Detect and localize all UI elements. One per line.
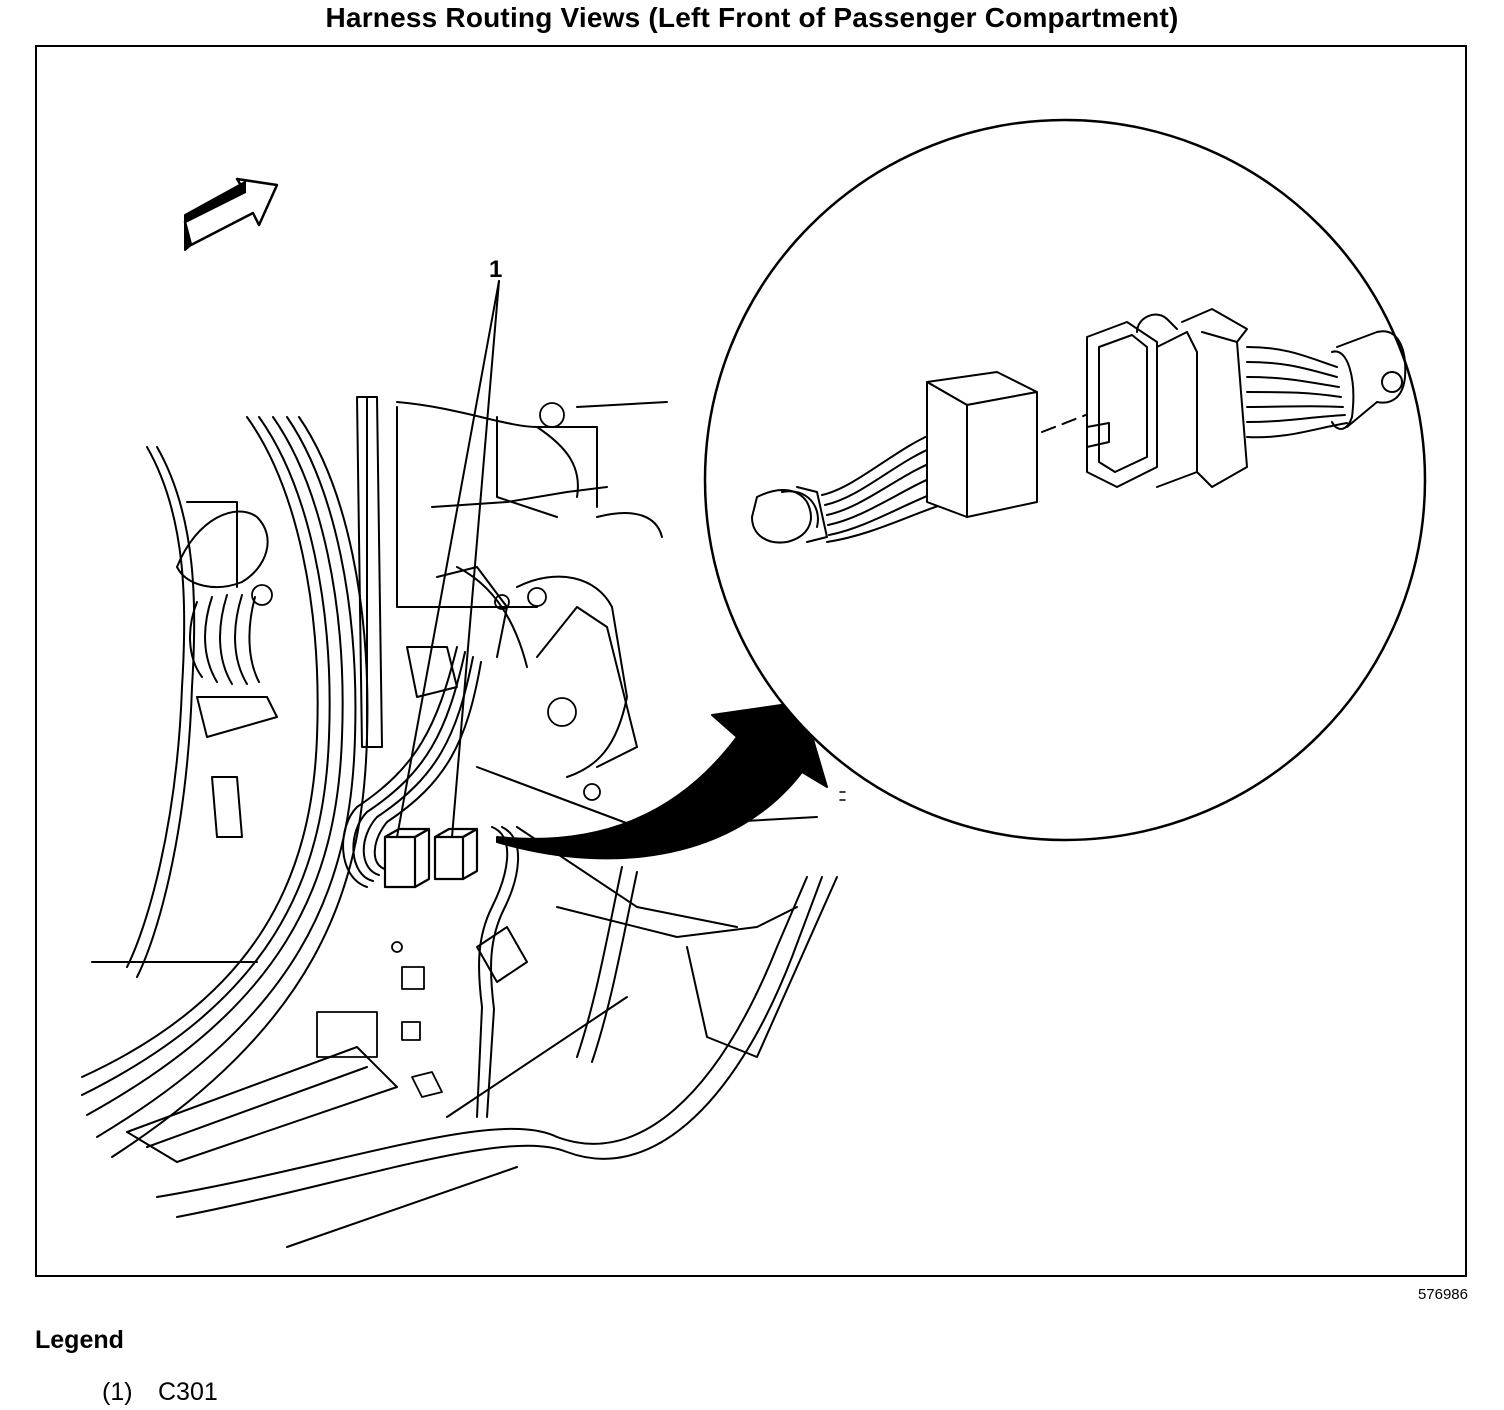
legend-item-text: C301 [158,1378,218,1406]
legend-item-number: (1) [102,1378,133,1406]
figure-id: 576986 [1417,1286,1468,1303]
panel-details [251,402,601,1098]
c301-connector-left [383,827,431,889]
grommet [189,594,260,685]
legend-title: Legend [35,1326,124,1354]
harness-routing-illustration: 1 [81,118,1427,1248]
detail-pointer-arrow-icon [496,701,828,860]
detail-view-circle [703,118,1427,842]
illustration-frame: 1 [35,45,1467,1277]
vehicle-body-lines [81,396,838,1248]
front-direction-arrow-icon [183,177,279,251]
diagram-title: Harness Routing Views (Left Front of Pas… [325,2,1179,33]
c301-connector-right [433,827,479,881]
wiring-harness [342,646,528,1118]
callout-1-leader [396,280,500,838]
detail-tick-marks [839,791,846,801]
callout-1-label: 1 [489,256,502,283]
legend-item: (1) C301 [102,1378,218,1407]
